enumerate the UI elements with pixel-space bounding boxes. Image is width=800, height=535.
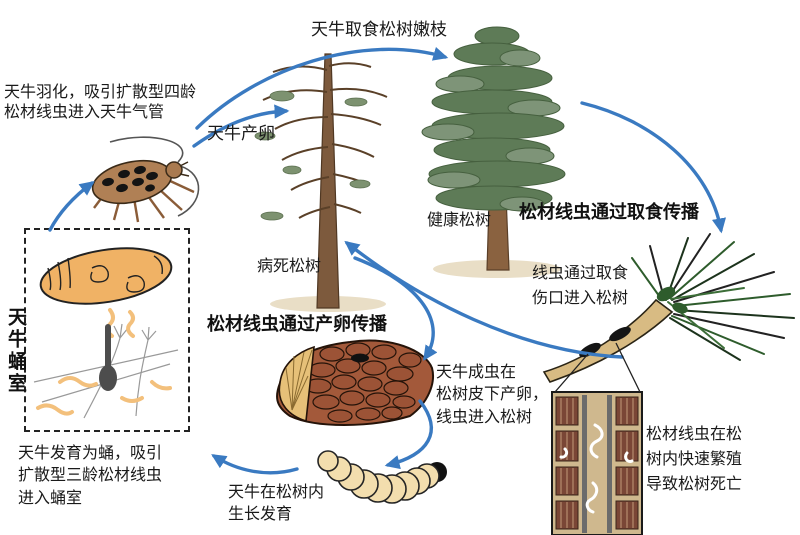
label-beetle-oviposition: 天牛产卵: [207, 124, 275, 143]
pupal-chamber-box: [24, 228, 190, 432]
healthy-pine-illustration: [421, 26, 566, 278]
label-beetle-feeding: 天牛取食松树嫩枝: [311, 20, 447, 39]
label-pupal-chamber: 天牛蛹室: [5, 307, 26, 395]
label-dead-pine: 病死松树: [257, 258, 322, 275]
label-larva-growth: 天牛在松树内 生长发育: [228, 484, 325, 524]
bark-piece-illustration: [276, 339, 434, 426]
larva-illustration: [317, 450, 447, 504]
white-nematodes: [559, 423, 634, 514]
arrow-beetle-oviposits-dead-pine: [192, 104, 290, 148]
arrow-bark-to-larva: [384, 399, 433, 470]
label-healthy-pine: 健康松树: [427, 212, 492, 229]
label-nematode-multiply: 松材线虫在松 树内快速繁殖 导致松树死亡: [646, 426, 743, 493]
label-bark-oviposition: 天牛成虫在 松树皮下产卵， 线虫进入松树: [436, 364, 549, 426]
magnifier-line-left: [554, 353, 589, 393]
feeding-wound: [609, 326, 631, 342]
arrow-dead-pine-to-bark: [353, 256, 438, 361]
arrow-branch-to-dead-pine: [344, 240, 624, 359]
arrow-pupa-to-adult-beetle: [48, 180, 95, 232]
label-wound-entry: 线虫通过取食 伤口进入松树: [532, 265, 629, 307]
wood-section-illustration: [551, 391, 643, 535]
pupa-illustration: [33, 247, 179, 419]
arrow-beetle-feeds-healthy-pine: [195, 46, 449, 130]
magnifier-line-right: [615, 342, 641, 393]
label-pupa-development: 天牛发育为蛹，吸引 扩散型三龄松材线虫 进入蛹室: [18, 445, 163, 507]
oviposition-hole: [351, 353, 369, 363]
heading-feeding-spread: 松材线虫通过取食传播: [519, 202, 699, 222]
heading-oviposition-spread: 松材线虫通过产卵传播: [207, 314, 387, 334]
dead-pine-illustration: [254, 53, 388, 312]
arrow-larva-to-pupal-chamber: [211, 454, 299, 475]
label-beetle-emergence: 天牛羽化，吸引扩散型四龄 松材线虫进入天牛气管: [4, 84, 197, 121]
adult-beetle-illustration: [91, 136, 200, 223]
arrow-healthy-pine-to-branch: [580, 101, 727, 234]
pine-branch-illustration: [542, 233, 795, 383]
